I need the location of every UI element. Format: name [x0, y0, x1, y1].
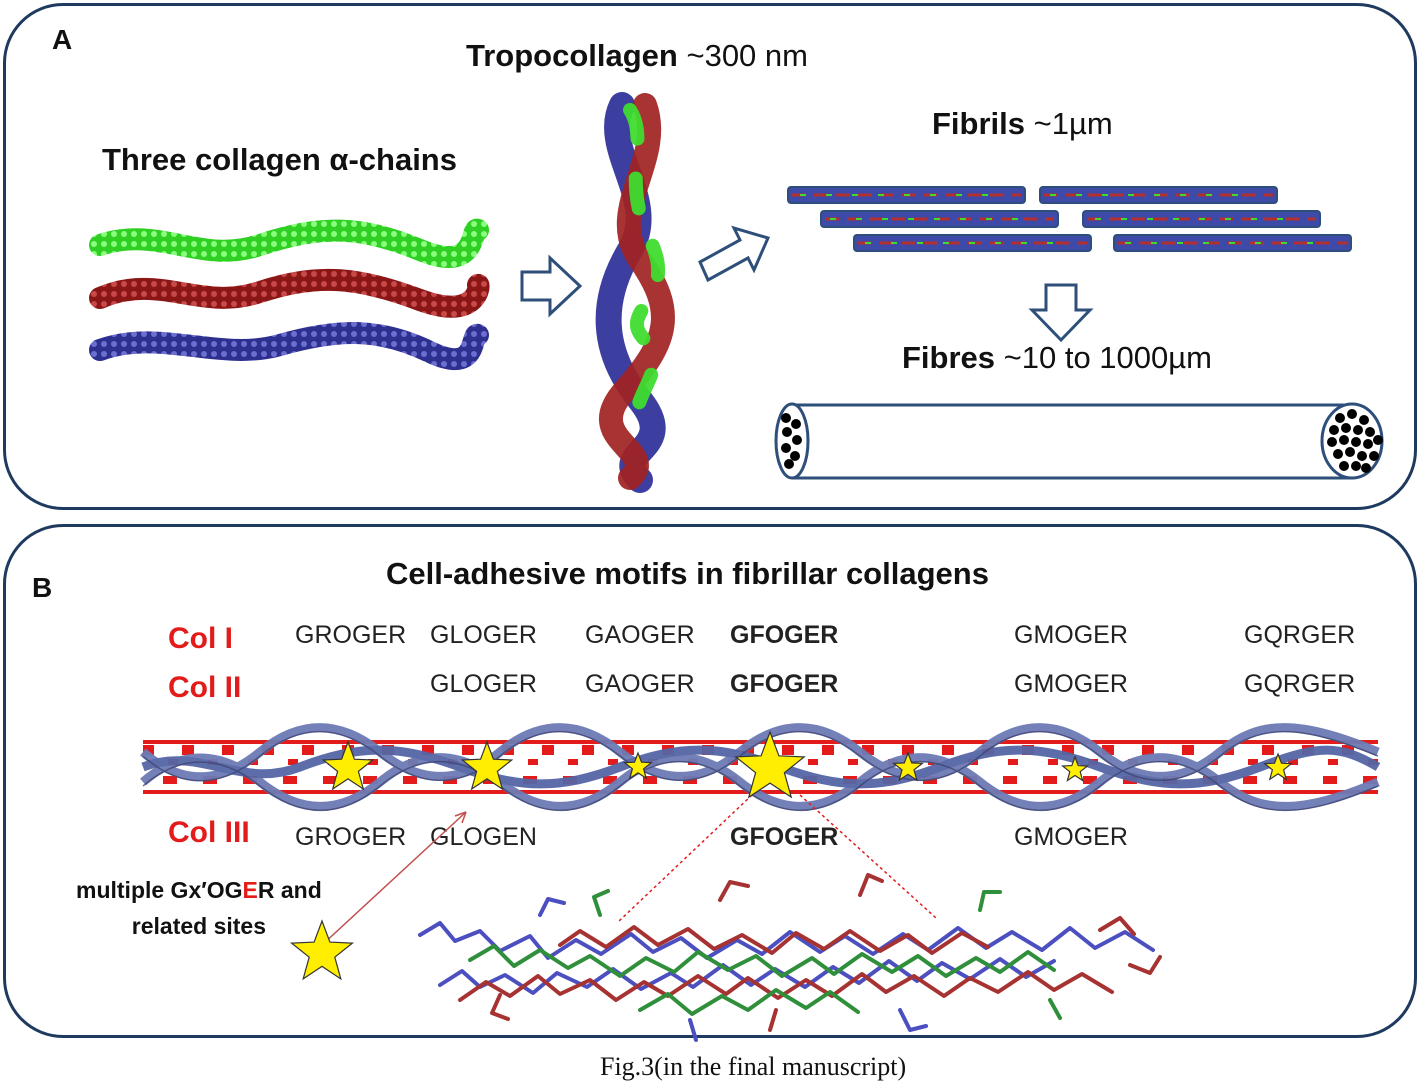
- star-icon: [321, 740, 375, 791]
- col1-motif: GQRGER: [1244, 621, 1356, 649]
- arrow-down-icon: [1028, 283, 1094, 343]
- col2-motif: GLOGER: [430, 670, 537, 698]
- col2-motif: GAOGER: [585, 670, 695, 698]
- fibres-title: Fibres ~10 to 1000µm: [902, 340, 1212, 375]
- star-icon: [460, 740, 514, 791]
- col1-motif: GAOGER: [585, 621, 695, 649]
- panel-b-letter: B: [32, 572, 53, 603]
- col3-motif: GMOGER: [1014, 823, 1128, 851]
- col1-label: Col I: [168, 622, 233, 655]
- col3-label: Col III: [168, 816, 250, 849]
- fibrils-graphic: [787, 186, 1352, 252]
- col3-motif: GLOGEN: [430, 823, 537, 851]
- legend-arrow-line: [321, 811, 467, 946]
- green-alpha-chain: [89, 218, 489, 268]
- arrow-diagonal-icon: [698, 225, 771, 283]
- panel-b-title: Cell-adhesive motifs in fibrillar collag…: [386, 556, 989, 591]
- fibre-cylinder: [774, 402, 1384, 480]
- fibrils-title: Fibrils ~1µm: [932, 106, 1113, 141]
- star-icon: [892, 751, 924, 782]
- star-icon: [734, 730, 806, 799]
- star-icon: [1060, 755, 1090, 782]
- col2-motif: GQRGER: [1244, 670, 1356, 698]
- tropocollagen-helix: [595, 92, 675, 493]
- alpha-chains-graphic: [89, 92, 1384, 493]
- col2-motif: GFOGER: [730, 670, 839, 698]
- star-icon: [1263, 752, 1293, 781]
- blue-alpha-chain: [89, 322, 489, 371]
- star-icon: [623, 751, 653, 780]
- tropocollagen-title: Tropocollagen ~300 nm: [466, 38, 808, 73]
- col1-motif: GMOGER: [1014, 621, 1128, 649]
- three-chains-title: Three collagen α-chains: [102, 142, 457, 177]
- col2-label: Col II: [168, 671, 242, 704]
- red-alpha-chain: [89, 268, 490, 318]
- legend-label: multiple Gx′OGER and related sites: [76, 877, 322, 939]
- col1-motif: GROGER: [295, 621, 407, 649]
- col3-motif: GFOGER: [730, 823, 839, 851]
- figure-caption: Fig.3(in the final manuscript): [600, 1052, 907, 1081]
- col1-motif: GFOGER: [730, 621, 839, 649]
- panel-a-letter: A: [52, 24, 73, 55]
- col3-motif: GROGER: [295, 823, 407, 851]
- col2-motif: GMOGER: [1014, 670, 1128, 698]
- arrow-right-icon: [520, 254, 583, 318]
- col1-motif: GLOGER: [430, 621, 537, 649]
